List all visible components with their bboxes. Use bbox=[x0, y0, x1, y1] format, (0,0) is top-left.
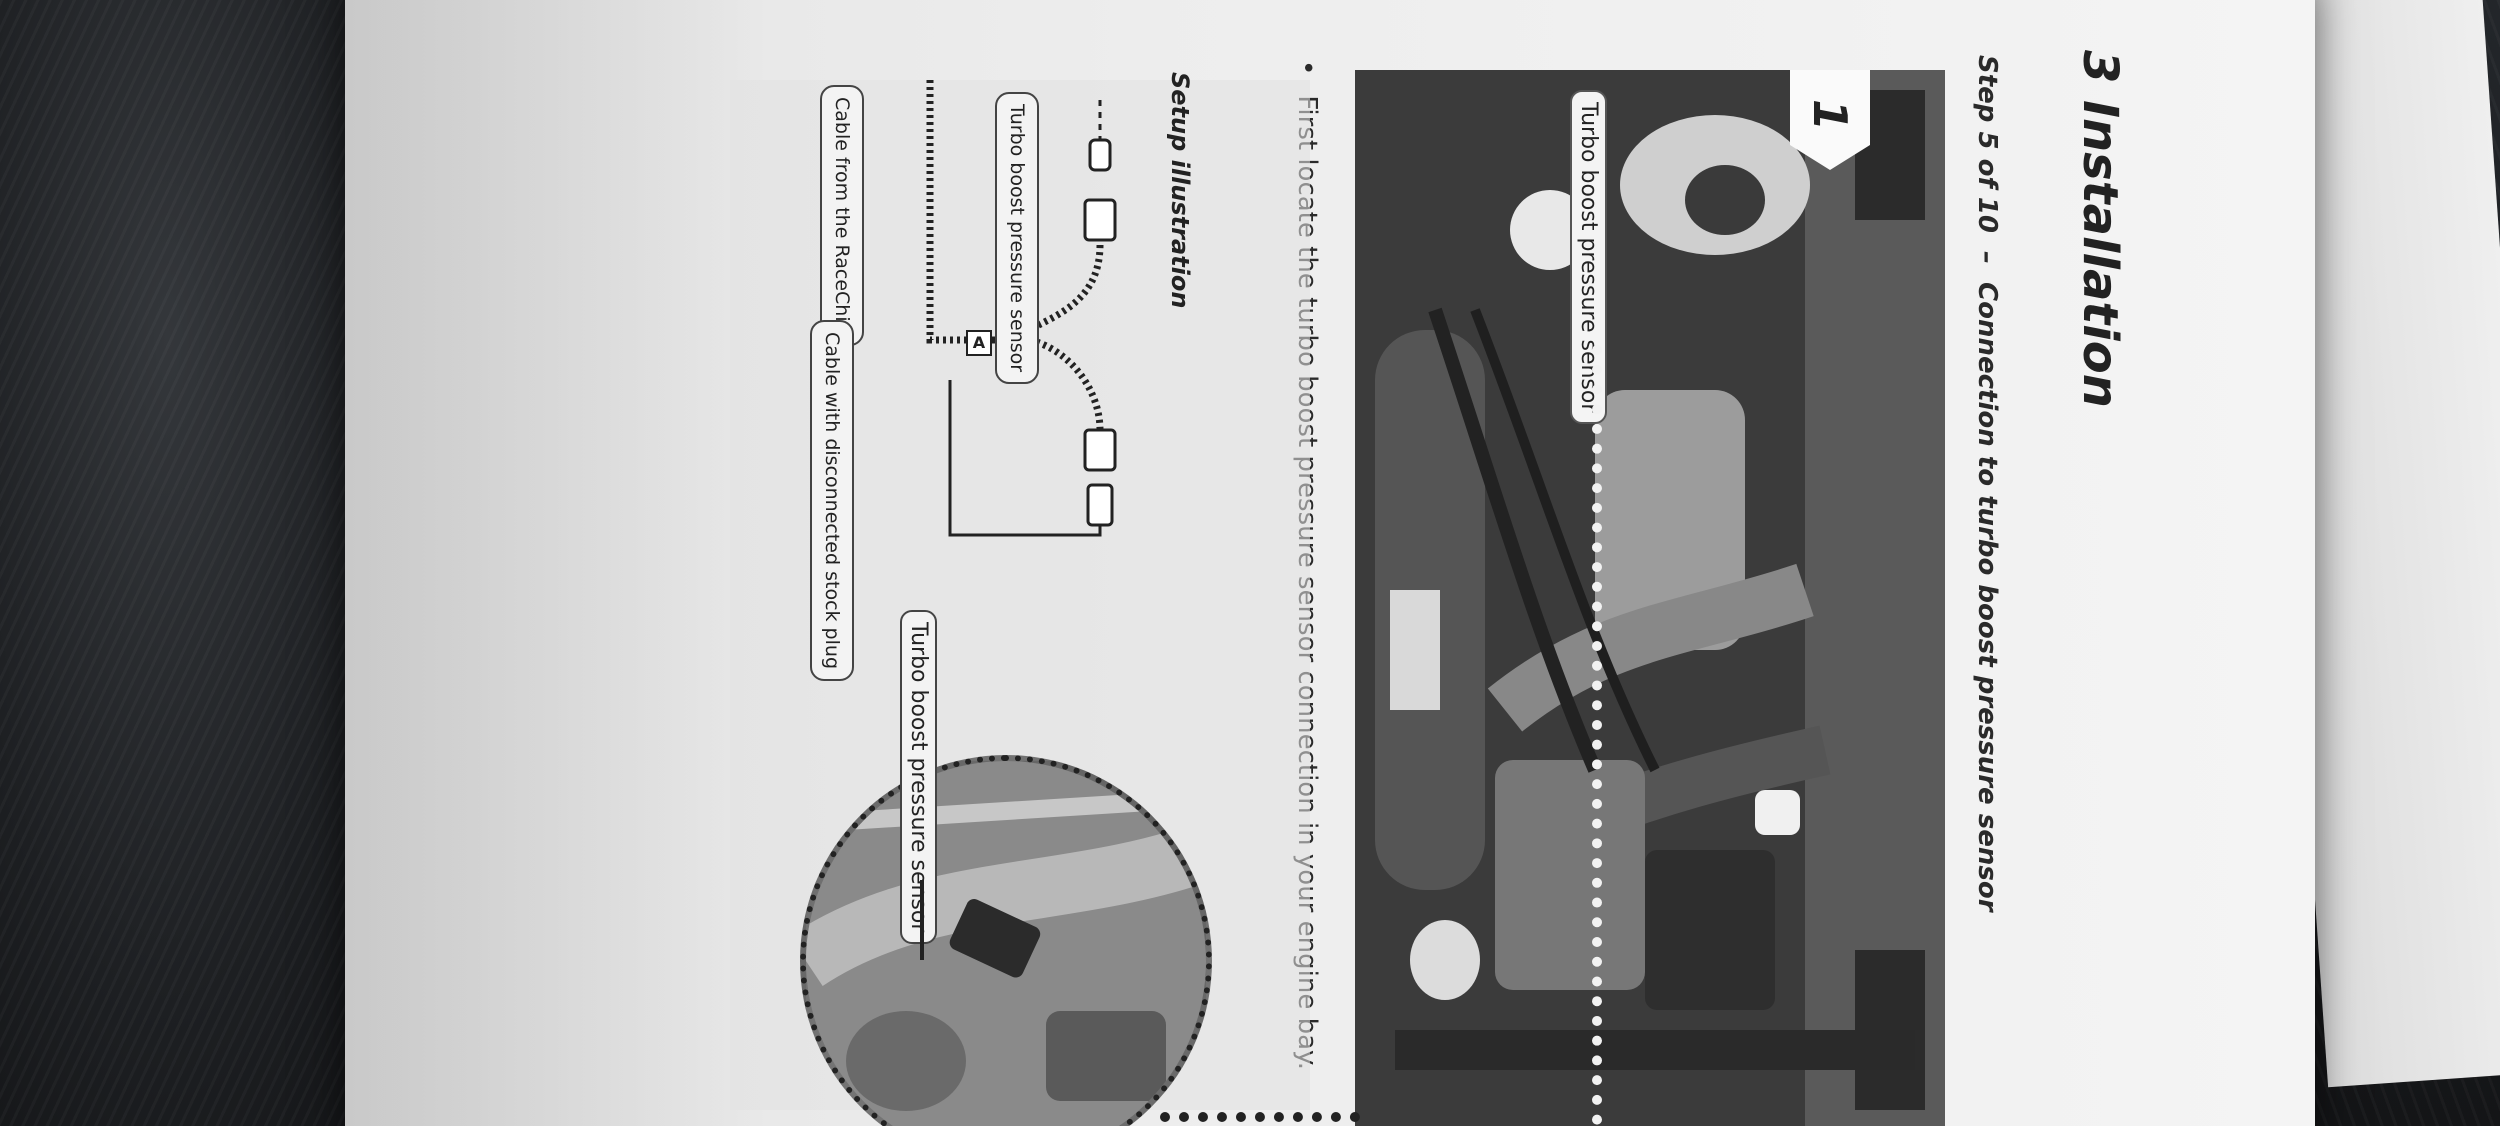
zoom-pointer-line bbox=[920, 880, 924, 960]
step-title: Connection to turbo boost pressure senso… bbox=[1972, 282, 2002, 912]
bullet-mark: • bbox=[1292, 60, 1322, 76]
diagram-stock-plug-label: Cable with disconnected stock plug bbox=[810, 320, 854, 681]
diagram-sensor-label: Turbo boost pressure sensor bbox=[995, 92, 1039, 385]
step-number-badge: 1 bbox=[1790, 70, 1870, 170]
manual-page bbox=[345, 0, 2315, 1126]
photo-pointer-line bbox=[1592, 345, 1602, 1125]
setup-title: Setup illustration bbox=[1166, 72, 1194, 309]
page-shadow bbox=[345, 0, 765, 1126]
connector-a-label: A bbox=[966, 330, 992, 356]
section-title: 3 Installation bbox=[2072, 50, 2128, 408]
zoom-sensor-label: Turbo boost pressure sensor bbox=[900, 610, 937, 945]
engine-bay-drawing bbox=[1355, 70, 1945, 1126]
engine-bay-photo bbox=[1355, 70, 1945, 1126]
step-number: 1 bbox=[1803, 98, 1857, 131]
sensor-detail-zoom bbox=[800, 755, 1212, 1126]
photo-to-zoom-line bbox=[1160, 1112, 1360, 1122]
step-dash: – bbox=[1972, 251, 2002, 265]
diagram-racechip-label: Cable from the RaceChip bbox=[820, 85, 864, 346]
step-heading: Step 5 of 10 – Connection to turbo boost p… bbox=[1970, 55, 2004, 912]
sensor-detail-drawing bbox=[806, 761, 1206, 1126]
step-label: Step 5 of 10 bbox=[1972, 55, 2002, 234]
